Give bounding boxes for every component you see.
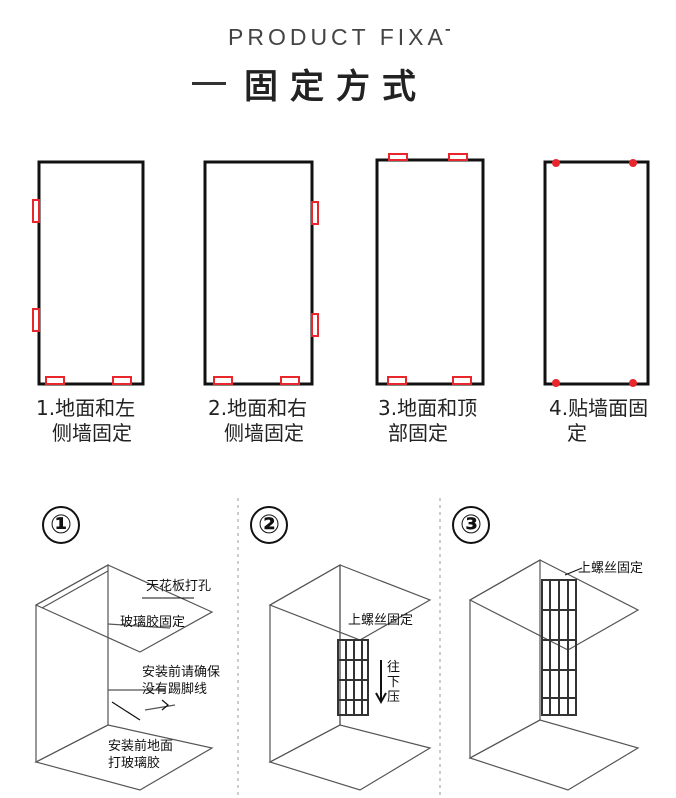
method-2-diagram xyxy=(203,160,319,386)
step-3-number: ③ xyxy=(452,506,490,544)
step-2-panel xyxy=(337,639,369,716)
anno-check-line1: 安装前请确保 xyxy=(142,665,221,680)
step-2-room xyxy=(268,563,432,791)
anno-step2-screw: 上螺丝固定 xyxy=(348,613,414,628)
step3-leader xyxy=(564,567,583,576)
step-2-number: ② xyxy=(250,506,288,544)
method-1-diagram xyxy=(32,160,145,386)
method-1-label: 1.地面和左 侧墙固定 xyxy=(36,396,186,446)
anno-floor-line2: 打玻璃胶 xyxy=(108,756,161,771)
method-3-label-line1: 3.地面和顶 xyxy=(378,396,478,420)
anno-ceiling-drill: 天花板打孔 xyxy=(146,579,212,594)
wall-point-tl xyxy=(552,159,560,167)
panel-frame xyxy=(203,160,314,386)
right-clip-top xyxy=(311,201,319,225)
anno-glass-glue: 玻璃胶固定 xyxy=(120,615,186,630)
wall-point-bl xyxy=(552,379,560,387)
step-3-panel xyxy=(541,579,577,716)
method-3-label: 3.地面和顶 部固定 xyxy=(378,396,528,446)
header-chinese: 固定方式 xyxy=(192,58,428,108)
top-clip-left xyxy=(388,153,408,161)
method-3-label-line2: 部固定 xyxy=(388,421,448,445)
panel-frame xyxy=(543,160,650,386)
left-clip-top xyxy=(32,199,40,223)
method-4-label-line1: 4.贴墙面固 xyxy=(549,396,649,420)
left-clip-bottom xyxy=(32,308,40,332)
floor-clip-left xyxy=(387,376,407,385)
step-1-number: ① xyxy=(42,506,80,544)
header-chinese-title: 固定方式 xyxy=(244,66,428,107)
anno-check-line2: 没有踢脚线 xyxy=(142,682,208,697)
step-3-room xyxy=(468,558,640,791)
floor-clip-right xyxy=(112,376,132,385)
wall-point-tr xyxy=(629,159,637,167)
method-2-label: 2.地面和右 侧墙固定 xyxy=(208,396,358,446)
anno-floor-line1: 安装前地面 xyxy=(108,739,174,754)
top-clip-right xyxy=(448,153,468,161)
header-english-title: PRODUCT FIXATION xyxy=(228,24,450,50)
method-2-label-line2: 侧墙固定 xyxy=(224,421,304,445)
method-4-label-line2: 定 xyxy=(567,421,587,445)
anno-press-down: 往下压 xyxy=(387,660,401,705)
step-1-room xyxy=(34,563,214,791)
panel-frame xyxy=(37,160,145,386)
floor-clip-right xyxy=(280,376,300,385)
header-dash xyxy=(192,81,226,85)
method-3-diagram xyxy=(375,153,485,386)
panel-frame xyxy=(375,158,485,386)
wall-point-br xyxy=(629,379,637,387)
anno-step3-screw: 上螺丝固定 xyxy=(578,561,644,576)
method-1-label-line2: 侧墙固定 xyxy=(52,421,132,445)
floor-clip-left xyxy=(213,376,233,385)
method-1-label-line1: 1.地面和左 xyxy=(36,396,136,420)
method-4-diagram xyxy=(543,159,650,387)
method-2-label-line1: 2.地面和右 xyxy=(208,396,308,420)
floor-clip-right xyxy=(452,376,472,385)
right-clip-bottom xyxy=(311,313,319,337)
method-4-label: 4.贴墙面固 定 xyxy=(549,396,676,446)
floor-clip-left xyxy=(45,376,65,385)
